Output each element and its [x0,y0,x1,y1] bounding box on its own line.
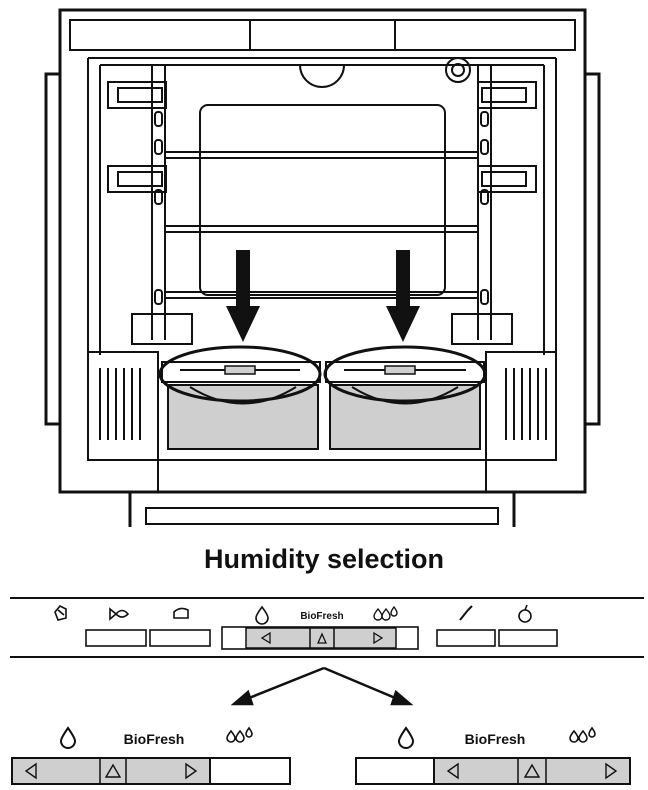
cheese-icon [173,607,189,619]
low-humidity-drop-icon [59,726,77,749]
fish-icon [109,607,130,621]
fruit-icon [518,604,532,623]
low-humidity-drop-icon [397,726,415,749]
left-panel-highlight [158,345,322,403]
biofresh-label-left: BioFresh [124,731,185,747]
wine-bottle-icon [459,605,473,621]
biofresh-label-panel: BioFresh [300,611,343,622]
frozen-food-icon [54,605,67,621]
biofresh-label-right: BioFresh [465,731,526,747]
low-humidity-drop-icon [255,605,269,625]
right-panel-highlight [323,345,487,403]
high-humidity-drops-icon [226,726,253,743]
high-humidity-drops-icon [569,726,596,743]
high-humidity-drops-icon [373,605,398,621]
humidity-selection-heading: Humidity selection [203,544,445,574]
fridge-illustration [44,8,601,527]
